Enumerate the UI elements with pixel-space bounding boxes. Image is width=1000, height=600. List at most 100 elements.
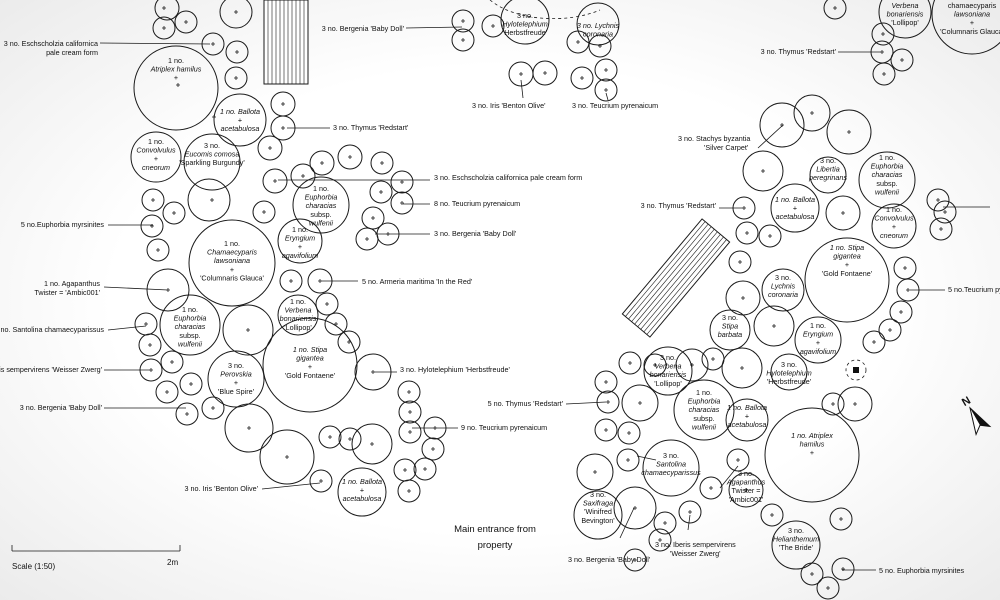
label-santolina-left: 3 no. Santolina chamaecyparissus xyxy=(0,325,104,334)
plant-label-atriplex-l-line-1: 1 no. xyxy=(168,56,184,65)
plant-label-ballota-l2-line-2: + xyxy=(360,486,364,495)
label-iberis-left: 3 no. Iberis sempervirens 'Weisser Zwerg… xyxy=(0,365,103,374)
plant-label-euph-char-l-line-1: 1 no. xyxy=(313,184,329,193)
plant-label-convolv-l-line-1: 1 no. xyxy=(148,137,164,146)
plant-label-stipa-l-line-1: 1 no. Stipa xyxy=(293,345,327,354)
plant-label-euph-char-l2-line-3: characias xyxy=(175,322,206,331)
plant-label-euph-char-l-line-2: Euphorbia xyxy=(305,193,338,202)
plant-label-libertia-line-2: Libertia xyxy=(816,165,840,174)
plant-label-agap-r-line-1: 3 no. xyxy=(738,469,754,478)
plant-label-agap-r-line-4: 'Ambic001' xyxy=(729,495,764,504)
plant-label-verbena-tr-line-1: Verbena xyxy=(892,1,919,10)
plant-label-atriplex-r-line-3: + xyxy=(810,448,814,457)
plant-label-ballota-r2-line-2: + xyxy=(745,412,749,421)
plant-label-euph-char-l-line-3: characias xyxy=(306,201,337,210)
label-bergenia-middle: 3 no. Bergenia 'Baby Doll' xyxy=(434,229,517,238)
plant-label-helianth-line-2: Helianthemum xyxy=(773,535,819,544)
plant-label-chamae-tr-line-2: lawsoniana xyxy=(954,10,990,19)
plant-label-euph-char-r-line-3: characias xyxy=(872,170,903,179)
feature-marker-square xyxy=(853,367,859,373)
plant-label-atriplex-r-line-1: 1 no. Atriplex xyxy=(791,431,833,440)
plant-label-stipa-l-line-4: 'Gold Fontaene' xyxy=(285,371,336,380)
plant-label-lychnis-r-line-2: Lychnis xyxy=(771,282,796,291)
plant-label-eryng-r-line-4: agavifolium xyxy=(800,347,836,356)
plant-label-ballota-r1-line-1: 1 no. Ballota xyxy=(775,195,815,204)
plant-label-euph-char-l2-line-2: Euphorbia xyxy=(174,314,207,323)
plant-label-euph-char-l2-line-5: wulfenii xyxy=(178,339,202,348)
plant-label-ballota-r1-line-3: acetabulosa xyxy=(776,212,815,221)
plant-label-eryng-r-line-2: Eryngium xyxy=(803,330,833,339)
plant-label-euph-char-l2-line-4: subsp. xyxy=(179,331,200,340)
label-hylotelephium-left: 3 no. Hylotelephium 'Herbstfreude' xyxy=(400,365,510,374)
plant-label-convolv-l-line-4: cneorum xyxy=(142,163,170,172)
plant-label-stipa-r-line-4: 'Gold Fontaene' xyxy=(822,269,873,278)
label-iris-bottom: 3 no. Iris 'Benton Olive' xyxy=(185,484,259,493)
leader-lines xyxy=(99,26,990,571)
plant-label-euph-char-r-line-1: 1 no. xyxy=(879,153,895,162)
label-stachys: 3 no. Stachys byzantia xyxy=(678,134,750,143)
plant-label-euph-char-r-line-2: Euphorbia xyxy=(871,162,904,171)
plant-label-convolv-r-line-3: + xyxy=(892,222,896,231)
label-euphorbia-myrsinites-right: 5 no. Euphorbia myrsinites xyxy=(879,566,965,575)
plant-label-saxifraga-line-2: Saxifraga xyxy=(583,499,613,508)
label-thymus-top-right: 3 no. Thymus 'Redstart' xyxy=(761,47,837,56)
label-agapanthus-left: 1 no. Agapanthus xyxy=(44,279,100,288)
plant-label-convolv-l-line-2: Convolvulus xyxy=(136,146,176,155)
label-iberis-right-2: 'Weisser Zwerg' xyxy=(670,549,721,558)
plant-label-hylo-r-line-2: Hylotelephium xyxy=(766,369,812,378)
plant-label-verbena-l-line-1: 1 no. xyxy=(290,297,306,306)
plant-label-euph-char-r-line-5: wulfenii xyxy=(875,187,899,196)
plant-label-verbena-r-line-4: 'Lollipop' xyxy=(654,379,682,388)
top-middle-plus xyxy=(461,19,608,92)
plant-label-stipa-barb-line-3: barbata xyxy=(718,330,742,339)
plant-label-stipa-barb-line-1: 3 no. xyxy=(722,313,738,322)
plant-label-euph-char-l-line-5: wulfenii xyxy=(309,218,333,227)
top-right-plus xyxy=(833,6,904,76)
plant-label-perovskia-line-3: + xyxy=(234,378,238,387)
plant-label-eryng-l-line-4: agavifolium xyxy=(282,251,318,260)
label-eschscholzia-left-2: pale cream form xyxy=(46,48,98,57)
label-stachys-2: 'Silver Carpet' xyxy=(704,143,749,152)
plant-label-agap-r-line-2: Agapanthus xyxy=(726,478,766,487)
right-bed-plants xyxy=(573,94,957,600)
left-bed-plants xyxy=(130,0,447,517)
plant-label-santolina-r-line-1: 3 no. xyxy=(663,451,679,460)
plant-label-chamae-l-line-5: 'Columnaris Glauca' xyxy=(200,273,264,282)
plant-label-euph-char-r-line-4: subsp. xyxy=(876,179,897,188)
plant-label-perovskia-line-1: 3 no. xyxy=(228,361,244,370)
label-teucrium-9: 9 no. Teucrium pyrenaicum xyxy=(461,423,547,432)
label-teucrium-top: 3 no. Teucrium pyrenaicum xyxy=(572,101,658,110)
plant-label-ballota-l2-line-3: acetabulosa xyxy=(343,494,382,503)
plant-label-lychnis-top-line-2: coronaria xyxy=(583,30,613,39)
plant-label-stipa-r-line-1: 1 no. Stipa xyxy=(830,243,864,252)
plant-label-atriplex-r-line-2: hamilus xyxy=(800,440,825,449)
plant-label-euph-char-r2-line-5: wulfenii xyxy=(692,422,716,431)
plant-label-verbena-r-line-1: 3 no. xyxy=(660,353,676,362)
plant-label-euph-char-r2-line-4: subsp. xyxy=(693,414,714,423)
plant-label-hylo-r-line-3: 'Herbstfreude' xyxy=(767,377,812,386)
plant-label-lychnis-r-line-3: coronaria xyxy=(768,290,798,299)
plant-label-convolv-r-line-2: Convolvulus xyxy=(874,214,914,223)
plant-label-santolina-r-line-3: chamaecyparissus xyxy=(641,468,701,477)
plant-label-chamae-tr-line-1: chamaecyparis xyxy=(948,1,997,10)
plant-label-stipa-barb-line-2: Stipa xyxy=(722,322,738,331)
plant-label-euph-char-l-line-4: subsp. xyxy=(310,210,331,219)
plant-label-eucomis-line-3: 'Sparkling Burgundy' xyxy=(179,158,245,167)
plant-label-verbena-r-line-3: bonariensis xyxy=(650,370,687,379)
plant-label-saxifraga-line-4: Bevington' xyxy=(581,516,615,525)
plant-label-hylo-top-line-3: 'Herbstfreude' xyxy=(503,28,548,37)
label-teucrium-8: 8 no. Teucrium pyrenaicum xyxy=(434,199,520,208)
plant-label-hylo-r-line-1: 3 no. xyxy=(781,360,797,369)
plant-label-santolina-r-line-2: Santolina xyxy=(656,460,686,469)
plant-label-verbena-tr-line-3: 'Lollipop' xyxy=(891,18,919,27)
plant-label-ballota-l2-line-1: 1 no. Ballota xyxy=(342,477,382,486)
label-euphorbia-myrsinites-left: 5 no.Euphorbia myrsinites xyxy=(21,220,105,229)
plant-label-ballota-r1-line-2: + xyxy=(793,204,797,213)
label-teucrium-5: 5 no.Teucrium pyrenaicum xyxy=(948,285,1000,294)
plant-label-chamae-l-line-1: 1 no. xyxy=(224,239,240,248)
plant-label-atriplex-l-line-2: Atriplex hamilus xyxy=(150,65,202,74)
plant-label-agap-r-line-3: Twister = xyxy=(732,486,761,495)
plant-label-ballota-r2-line-1: 1 no. Ballota xyxy=(727,403,767,412)
plant-label-helianth-line-1: 3 no. xyxy=(788,526,804,535)
plant-label-eryng-l-line-3: + xyxy=(298,242,302,251)
